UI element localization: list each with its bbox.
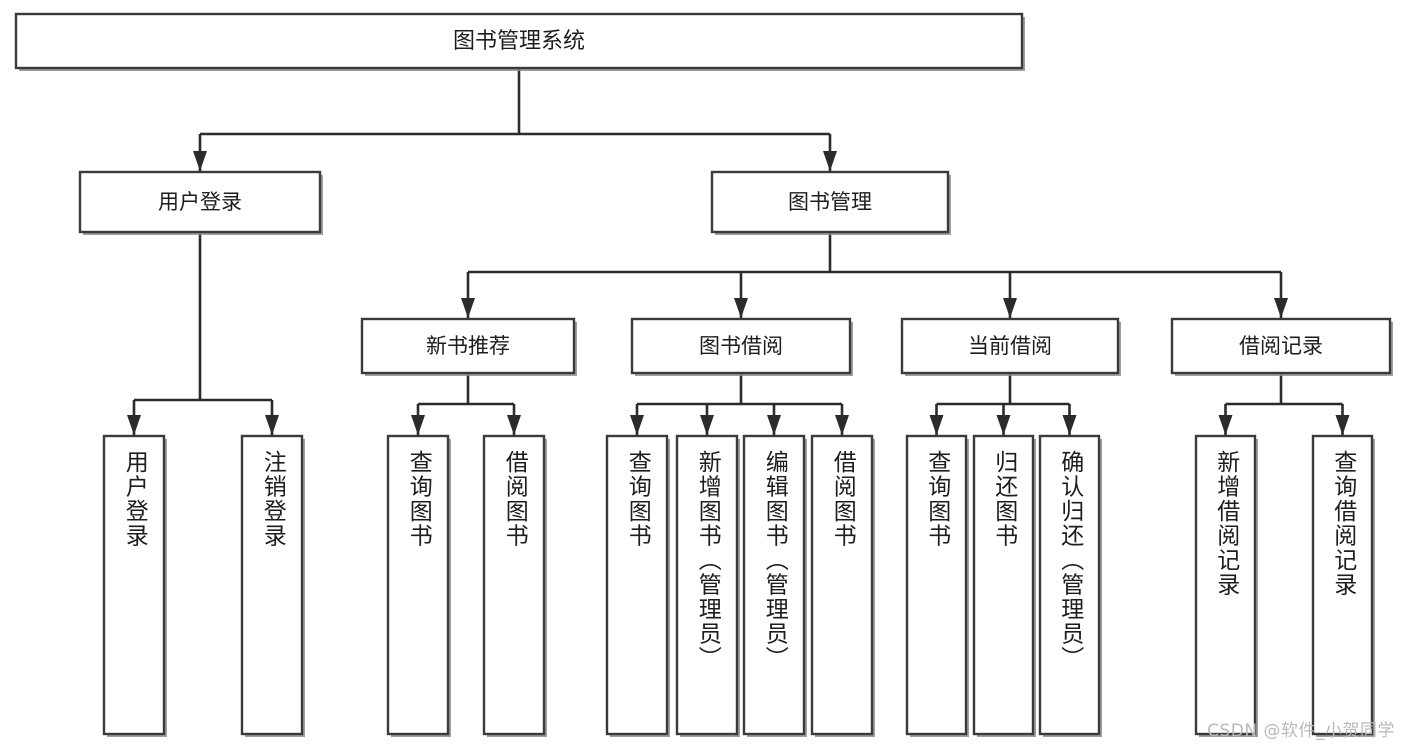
node-l3-3-label: 借阅记录 <box>1239 334 1323 358</box>
node-leaf-1[interactable] <box>240 434 304 736</box>
conn-l3-2-arrow-0 <box>929 415 944 435</box>
conn-l2-login-arrow-0 <box>127 415 141 435</box>
node-leaf-10[interactable] <box>1038 434 1101 736</box>
node-root-label: 图书管理系统 <box>453 29 585 54</box>
conn-l3-1-arrow-2 <box>767 415 781 435</box>
conn-l3-0-arrow-1 <box>507 415 521 435</box>
node-l2-1-label: 图书管理 <box>788 190 872 214</box>
node-l3-0-label: 新书推荐 <box>426 334 510 358</box>
conn-l2-books-arrow-1 <box>734 298 748 318</box>
node-leaf-6[interactable] <box>742 434 806 736</box>
node-l2-0-label: 用户登录 <box>158 190 242 214</box>
node-l3-2[interactable] <box>900 317 1120 375</box>
node-leaf-12[interactable] <box>1311 434 1374 736</box>
node-leaf-5[interactable] <box>675 434 739 736</box>
node-l3-2-label: 当前借阅 <box>968 334 1052 358</box>
node-leaf-0[interactable] <box>102 434 166 736</box>
node-l2-0[interactable] <box>78 170 322 234</box>
conn-l2-books-arrow-3 <box>1274 298 1288 318</box>
node-l3-1-label: 图书借阅 <box>699 334 783 358</box>
node-l2-1[interactable] <box>710 170 950 234</box>
node-leaf-11[interactable] <box>1194 434 1257 736</box>
conn-l3-1-arrow-1 <box>700 415 714 435</box>
node-l3-3[interactable] <box>1170 317 1392 375</box>
node-l3-1[interactable] <box>630 317 852 375</box>
node-leaf-2[interactable] <box>386 434 450 736</box>
node-leaf-4[interactable] <box>605 434 669 736</box>
watermark: CSDN @软件_小贺同学 <box>1207 721 1395 741</box>
node-l3-0[interactable] <box>360 317 576 375</box>
conn-l2-books-arrow-0 <box>461 298 475 318</box>
conn-l3-1-arrow-3 <box>835 415 849 435</box>
conn-l3-3-arrow-0 <box>1218 415 1233 435</box>
conn-l2-books-arrow-2 <box>1003 298 1017 318</box>
connectors-layer <box>127 68 1350 435</box>
conn-l3-2-arrow-1 <box>996 415 1011 435</box>
conn-l3-3-arrow-1 <box>1335 415 1350 435</box>
node-leaf-7[interactable] <box>810 434 874 736</box>
node-root[interactable] <box>14 12 1024 70</box>
conn-l3-2-arrow-2 <box>1062 415 1077 435</box>
conn-root-arrow-1 <box>823 151 837 171</box>
node-leaf-9[interactable] <box>972 434 1035 736</box>
conn-l3-1-arrow-0 <box>630 415 644 435</box>
conn-l2-login-arrow-1 <box>265 415 279 435</box>
boxes-layer <box>14 12 1393 737</box>
conn-root-arrow-0 <box>193 151 207 171</box>
conn-l3-0-arrow-0 <box>411 415 425 435</box>
node-leaf-3[interactable] <box>482 434 546 736</box>
node-leaf-8[interactable] <box>905 434 968 736</box>
